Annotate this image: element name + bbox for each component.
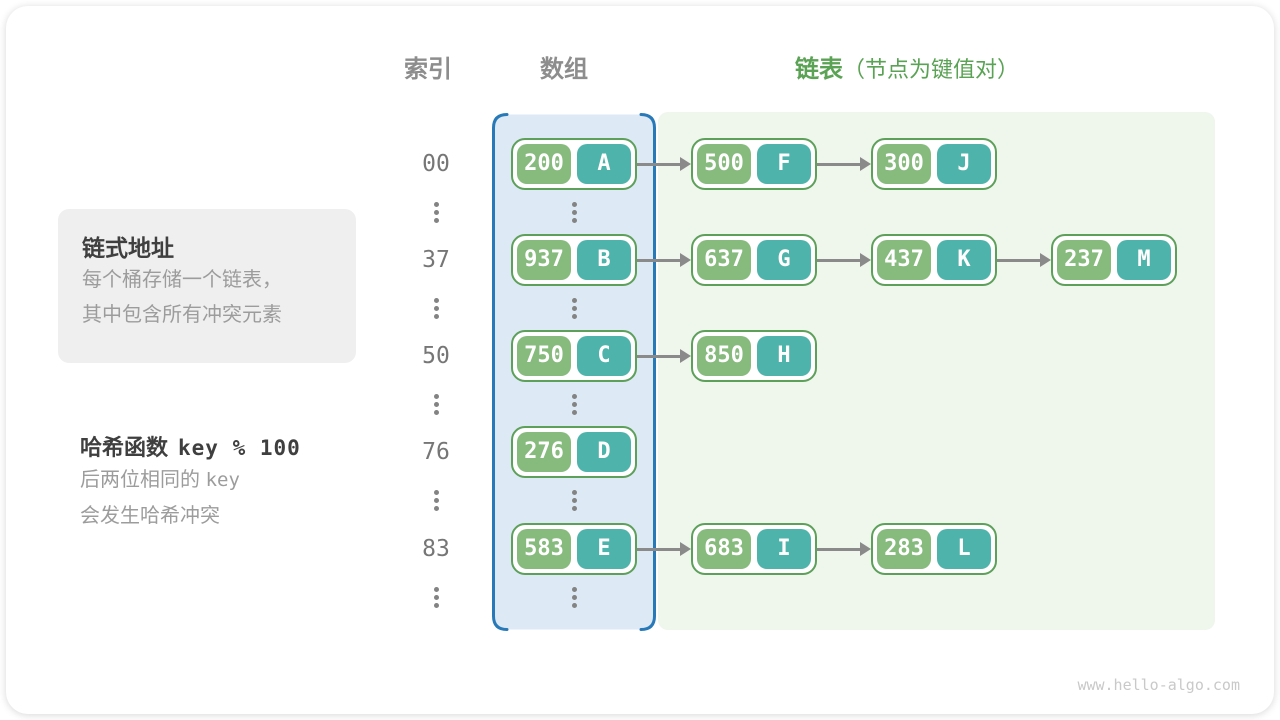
hash-function-label: 哈希函数 [80, 435, 169, 460]
node-value: J [937, 144, 991, 184]
list-header-annotation: （节点为键值对） [843, 57, 1020, 82]
node-key: 237 [1057, 240, 1111, 280]
node-key: 637 [697, 240, 751, 280]
node-key: 200 [517, 144, 571, 184]
node-value: A [577, 144, 631, 184]
info-box-title: 链式地址 [82, 235, 174, 261]
info-box-line: 其中包含所有冲突元素 [82, 304, 282, 326]
node-value: L [937, 529, 991, 569]
node-value: C [577, 336, 631, 376]
ellipsis-dots [433, 298, 439, 319]
hash-function-formula: key % 100 [178, 436, 301, 460]
node-value: F [757, 144, 811, 184]
index-label: 50 [422, 343, 450, 369]
node-key: 283 [877, 529, 931, 569]
hash-note: 哈希函数 key % 100 后两位相同的 key 会发生哈希冲突 [80, 430, 301, 534]
hash-function-title: 哈希函数 key % 100 [80, 430, 301, 462]
node-key: 583 [517, 529, 571, 569]
info-box: 链式地址 每个桶存储一个链表， 其中包含所有冲突元素 [58, 209, 356, 363]
list-header-label: 链表 [795, 56, 843, 83]
node-value: H [757, 336, 811, 376]
arrow-icon [637, 330, 691, 382]
index-label: 76 [422, 439, 450, 465]
arrow-icon [637, 234, 691, 286]
node-key: 300 [877, 144, 931, 184]
node-key: 937 [517, 240, 571, 280]
ellipsis-dots [433, 394, 439, 415]
node-value: B [577, 240, 631, 280]
ellipsis-dots [571, 202, 577, 223]
column-header-index: 索引 [404, 56, 452, 83]
node-key: 437 [877, 240, 931, 280]
node-value: E [577, 529, 631, 569]
node-key: 750 [517, 336, 571, 376]
node-value: G [757, 240, 811, 280]
node-key: 276 [517, 432, 571, 472]
info-box-line: 每个桶存储一个链表， [82, 269, 282, 291]
node-key: 683 [697, 529, 751, 569]
index-label: 83 [422, 536, 450, 562]
node-value: I [757, 529, 811, 569]
node-value: M [1117, 240, 1171, 280]
arrow-icon [637, 523, 691, 575]
index-label: 00 [422, 151, 450, 177]
arrow-icon [817, 234, 871, 286]
arrow-icon [637, 138, 691, 190]
arrow-icon [817, 138, 871, 190]
ellipsis-dots [571, 587, 577, 608]
arrow-icon [997, 234, 1051, 286]
node-key: 500 [697, 144, 751, 184]
ellipsis-dots [433, 202, 439, 223]
arrow-icon [817, 523, 871, 575]
watermark: www.hello-algo.com [1077, 676, 1240, 694]
hash-note-line: 会发生哈希冲突 [80, 505, 220, 527]
diagram-canvas: 索引 数组 链表（节点为键值对） 链式地址 每个桶存储一个链表， 其中包含所有冲… [6, 6, 1274, 714]
ellipsis-dots [433, 490, 439, 511]
node-value: D [577, 432, 631, 472]
hash-note-line-code: key [205, 469, 240, 491]
node-value: K [937, 240, 991, 280]
ellipsis-dots [571, 298, 577, 319]
ellipsis-dots [433, 587, 439, 608]
index-label: 37 [422, 247, 450, 273]
hash-note-line-text: 后两位相同的 [80, 469, 200, 491]
ellipsis-dots [571, 490, 577, 511]
column-header-array: 数组 [540, 56, 588, 83]
hash-note-line: 后两位相同的 key [80, 462, 301, 498]
column-header-list: 链表（节点为键值对） [795, 54, 1019, 86]
ellipsis-dots [571, 394, 577, 415]
node-key: 850 [697, 336, 751, 376]
